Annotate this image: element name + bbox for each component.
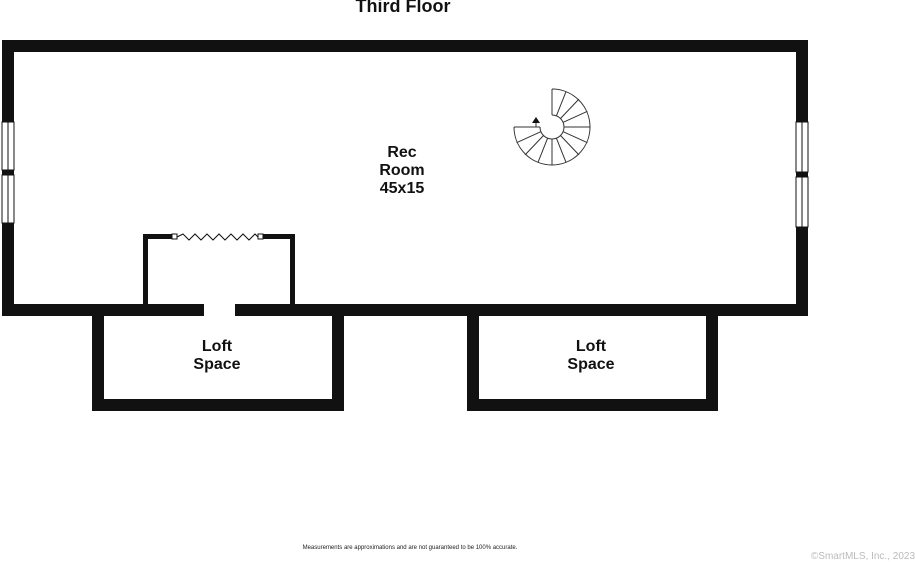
floor-title: Third Floor [355,0,451,16]
loft-left-label: Loft Space [167,338,267,374]
window-icon [1,121,15,171]
window-icon [1,174,15,224]
copyright-notice: ©SmartMLS, Inc., 2023 [810,551,915,562]
loft-right-label: Loft Space [541,338,641,374]
stair-direction-arrow [532,117,540,123]
bifold-door-icon [171,233,264,241]
loft-left-walls [92,310,344,411]
loft-left-name-line2: Space [193,356,241,373]
rec-room-dimensions: 45x15 [379,180,425,197]
loft-right-name-line1: Loft [575,338,607,355]
measurement-disclaimer: Measurements are approximations and are … [302,545,518,551]
window-icon [795,176,809,228]
loft-left-name-line1: Loft [201,338,233,355]
closet-walls [143,234,295,310]
rec-room-name-line1: Rec [387,144,417,161]
rec-room-label: Rec Room 45x15 [352,144,452,198]
spiral-staircase-icon [513,88,591,166]
window-icon [795,121,809,173]
rec-room-name-line2: Room [379,162,425,179]
loft-right-walls [467,310,718,411]
loft-right-name-line2: Space [567,356,615,373]
